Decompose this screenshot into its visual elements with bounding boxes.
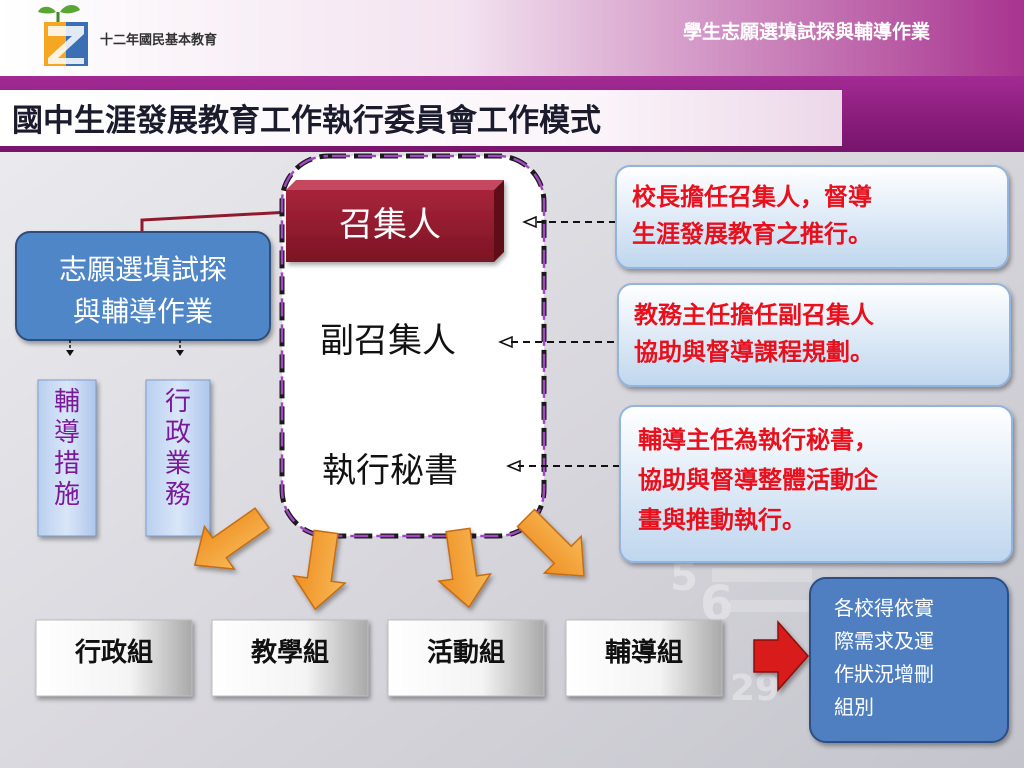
deputy-label: 副召集人 xyxy=(320,321,456,361)
group-box-teaching xyxy=(211,619,369,697)
role-box-guidance xyxy=(619,405,1013,563)
svg-text:作狀況增刪: 作狀況增刪 xyxy=(834,662,934,686)
logo-text: 十二年國民基本教育 xyxy=(100,32,217,48)
orange-arrow-icon xyxy=(437,527,492,609)
role-text-principal: 校長擔任召集人，督導 生涯發展教育之推行。 xyxy=(632,182,872,248)
admin-affairs-box xyxy=(145,379,211,537)
svg-text:校長擔任召集人，督導: 校長擔任召集人，督導 xyxy=(632,182,872,211)
svg-text:際需求及運: 際需求及運 xyxy=(834,629,934,653)
svg-text:行: 行 xyxy=(165,387,191,417)
down-arrow-icon xyxy=(66,340,74,356)
svg-text:組別: 組別 xyxy=(834,695,874,719)
title-bar xyxy=(0,90,842,146)
role-box-academic xyxy=(617,283,1011,387)
group-label-admin: 行政組 xyxy=(74,637,153,668)
task-box xyxy=(15,231,271,341)
svg-text:協助與督導課程規劃。: 協助與督導課程規劃。 xyxy=(634,337,874,366)
svg-text:29: 29 xyxy=(730,668,780,709)
dashed-arrow-icon xyxy=(506,459,620,473)
dashed-arrow-icon xyxy=(498,335,614,349)
convener-label: 召集人 xyxy=(339,205,441,245)
guidance-measures-text: 輔 導 措 施 xyxy=(54,387,80,510)
guidance-measures-box xyxy=(37,379,97,537)
group-label-guidance: 輔導組 xyxy=(605,637,683,668)
svg-text:務: 務 xyxy=(165,480,191,510)
page-title: 國中生涯發展教育工作執行委員會工作模式 xyxy=(12,103,601,139)
svg-text:輔導主任為執行秘書，: 輔導主任為執行秘書， xyxy=(638,425,878,454)
svg-text:導: 導 xyxy=(54,418,80,448)
dashed-arrow-icon xyxy=(522,215,616,229)
orange-arrow-icon xyxy=(516,508,585,577)
svg-text:輔: 輔 xyxy=(54,387,80,417)
svg-text:各校得依實: 各校得依實 xyxy=(834,596,934,620)
admin-affairs-text: 行 政 業 務 xyxy=(165,387,191,510)
svg-text:畫與推動執行。: 畫與推動執行。 xyxy=(638,505,806,534)
task-line-2: 與輔導作業 xyxy=(73,295,213,328)
svg-text:措: 措 xyxy=(54,449,80,479)
role-box-principal xyxy=(615,165,1009,269)
group-box-admin xyxy=(35,619,193,697)
orange-arrow-icon xyxy=(193,507,270,571)
svg-text:業: 業 xyxy=(165,449,191,479)
logo-icon xyxy=(38,5,88,66)
group-label-activity: 活動組 xyxy=(427,637,505,668)
svg-text:教務主任擔任副召集人: 教務主任擔任副召集人 xyxy=(634,300,874,329)
task-line-1: 志願選填試探 xyxy=(59,253,227,286)
convener-box xyxy=(286,180,504,262)
header-topic: 學生志願選填試探與輔導作業 xyxy=(683,20,931,43)
red-arrow-icon xyxy=(753,620,810,692)
header-bar: 十二年國民基本教育 學生志願選填試探與輔導作業 xyxy=(0,0,1024,76)
secretary-label: 執行秘書 xyxy=(322,451,458,491)
group-label-teaching: 教學組 xyxy=(251,637,329,668)
role-text-guidance: 輔導主任為執行秘書， 協助與督導整體活動企 畫與推動執行。 xyxy=(638,425,879,534)
role-text-academic: 教務主任擔任副召集人 協助與督導課程規劃。 xyxy=(634,300,874,366)
note-text: 各校得依實 際需求及運 作狀況增刪 組別 xyxy=(834,596,934,719)
group-box-activity xyxy=(387,619,545,697)
committee-frame-accent xyxy=(280,154,546,538)
svg-text:生涯發展教育之推行。: 生涯發展教育之推行。 xyxy=(632,219,872,248)
group-box-guidance xyxy=(565,619,723,697)
svg-text:協助與督導整體活動企: 協助與督導整體活動企 xyxy=(638,465,879,494)
note-box xyxy=(809,577,1009,743)
orange-arrow-icon xyxy=(292,529,347,611)
down-arrow-icon xyxy=(176,340,184,356)
svg-text:施: 施 xyxy=(54,480,80,510)
svg-text:政: 政 xyxy=(165,418,191,448)
